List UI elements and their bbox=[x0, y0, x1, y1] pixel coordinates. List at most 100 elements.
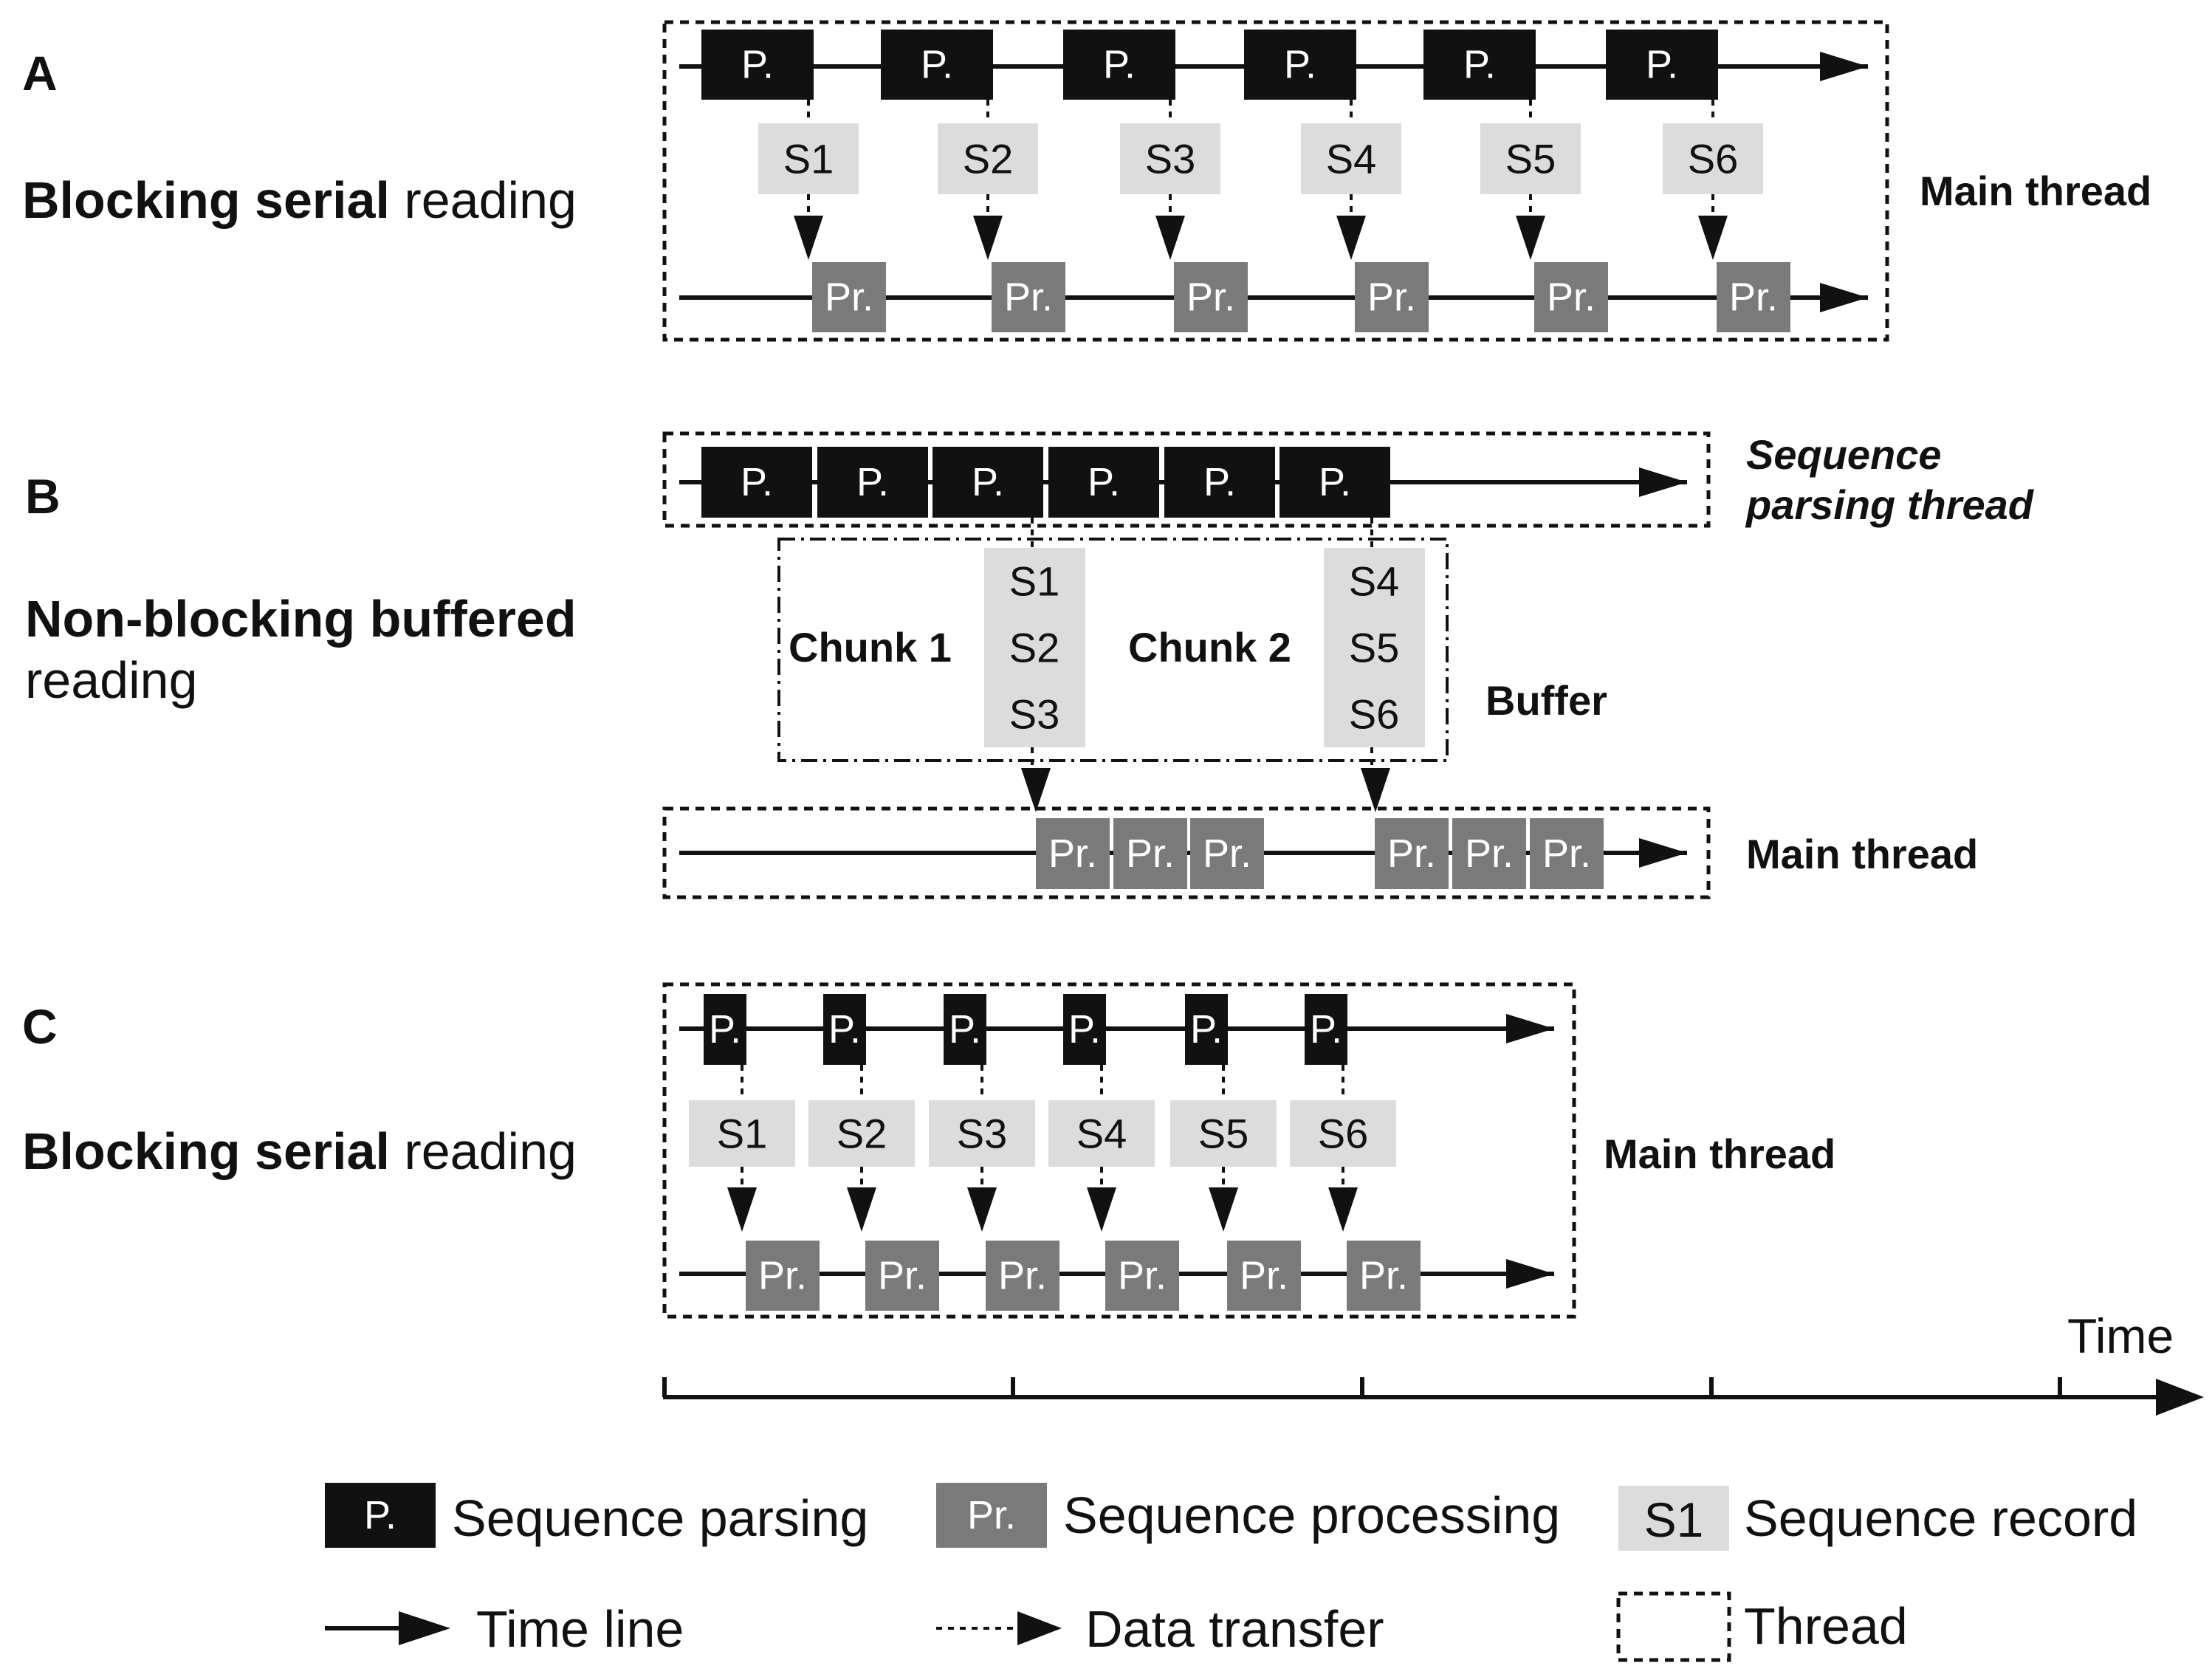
panel-a-parse-block bbox=[881, 30, 993, 100]
panel-b-parse-block bbox=[1280, 447, 1390, 518]
panel-b-parse-block bbox=[1164, 447, 1275, 518]
panel-a-record bbox=[1480, 123, 1581, 194]
panel-a-record bbox=[938, 123, 1038, 194]
panel-c-record bbox=[1170, 1100, 1277, 1167]
panel-c-process-block-label: Pr. bbox=[998, 1254, 1047, 1298]
panel-c-record bbox=[689, 1100, 795, 1167]
panel-c-parse-block bbox=[704, 994, 746, 1065]
panel-a-transfer-arrow bbox=[1516, 216, 1545, 260]
panel-a-parse-block-label: P. bbox=[1646, 43, 1678, 87]
panel-a-transfer-arrow bbox=[1336, 216, 1366, 260]
panel-c-process-block-label: Pr. bbox=[758, 1254, 807, 1298]
legend: P. Sequence parsing Pr. Sequence process… bbox=[325, 1483, 2137, 1662]
panel-b-chunk1-label: Chunk 1 bbox=[789, 624, 952, 671]
panel-a-record-label: S5 bbox=[1505, 136, 1556, 182]
panel-b-buffer-label: Buffer bbox=[1485, 677, 1607, 724]
panel-c-transfer-arrow bbox=[847, 1187, 876, 1232]
panel-b-chunk2-label: Chunk 2 bbox=[1128, 624, 1291, 671]
panel-b-parse-block-label: P. bbox=[856, 460, 889, 504]
panel-b-main-label: Main thread bbox=[1746, 831, 1978, 877]
legend-process-text: Sequence processing bbox=[1063, 1486, 1560, 1544]
panel-b-process-block bbox=[1530, 818, 1604, 889]
legend-record-swatch bbox=[1618, 1486, 1729, 1551]
panel-a-record-label: S3 bbox=[1145, 136, 1196, 182]
panel-c-parse-block bbox=[823, 994, 866, 1065]
panel-c: C Blocking serial reading Main thread P.… bbox=[22, 982, 1835, 1319]
panel-a-record-label: S1 bbox=[783, 136, 834, 182]
panel-c-process-block-label: Pr. bbox=[1359, 1254, 1408, 1298]
panel-c-process-block bbox=[986, 1241, 1059, 1311]
panel-c-process-block-label: Pr. bbox=[1118, 1254, 1167, 1298]
legend-record-text: Sequence record bbox=[1744, 1489, 2137, 1547]
panel-a-process-block-label: Pr. bbox=[1004, 275, 1053, 320]
panel-b-parse-block-label: P. bbox=[972, 460, 1004, 504]
panel-b-process-block bbox=[1190, 818, 1264, 889]
panel-b-buffer-box bbox=[777, 538, 1449, 762]
panel-c-record-label: S1 bbox=[717, 1111, 768, 1157]
panel-a-record bbox=[1120, 123, 1220, 194]
panel-a-parse-block-label: P. bbox=[741, 43, 774, 87]
panel-c-process-block bbox=[1227, 1241, 1301, 1311]
panel-a-record bbox=[1301, 123, 1401, 194]
panel-b-process-block-label: Pr. bbox=[1465, 831, 1514, 876]
panel-a-process-block bbox=[1534, 262, 1608, 332]
panel-b-transfer-arrow bbox=[1361, 768, 1390, 812]
panel-a-process-block bbox=[812, 262, 886, 332]
panel-b-record: S1 bbox=[1009, 558, 1060, 605]
panel-c-main-timeline-arrow bbox=[1506, 1259, 1554, 1289]
legend-process-swatch bbox=[936, 1483, 1047, 1548]
panel-a-parse-block-label: P. bbox=[1103, 43, 1136, 87]
panel-a-parse-block bbox=[1244, 30, 1356, 100]
legend-transfer-text: Data transfer bbox=[1085, 1600, 1384, 1658]
panel-a-process-block-label: Pr. bbox=[1547, 275, 1596, 320]
panel-a: A Blocking serial reading Main thread P.… bbox=[22, 20, 2151, 342]
panel-a-record-label: S2 bbox=[963, 136, 1014, 182]
panel-a-parse-block bbox=[701, 30, 814, 100]
panel-a-process-block bbox=[1717, 262, 1790, 332]
panel-c-parse-block-label: P. bbox=[709, 1007, 741, 1052]
legend-thread-swatch bbox=[1616, 1591, 1731, 1662]
panel-b-parsing-label-line1: Sequence bbox=[1746, 431, 1942, 478]
panel-b-main-timeline-arrow bbox=[1639, 838, 1687, 868]
panel-c-thread-box bbox=[662, 982, 1576, 1319]
panel-a-parse-block-label: P. bbox=[1284, 43, 1316, 87]
panel-b-record: S6 bbox=[1349, 691, 1400, 738]
panel-a-parse-block bbox=[1063, 30, 1175, 100]
panel-a-process-block-label: Pr. bbox=[825, 275, 873, 320]
panel-c-record-label: S3 bbox=[957, 1111, 1008, 1157]
time-axis-arrow bbox=[2156, 1379, 2204, 1416]
panel-c-parse-timeline-arrow bbox=[1506, 1014, 1554, 1043]
panel-b-process-block bbox=[1113, 818, 1187, 889]
panel-a-process-block bbox=[992, 262, 1065, 332]
panel-a-record-label: S6 bbox=[1688, 136, 1739, 182]
panel-c-transfer-arrow bbox=[967, 1187, 997, 1232]
panel-b-parsing-label-line2: parsing thread bbox=[1745, 481, 2035, 528]
panel-a-thread-label: Main thread bbox=[1920, 168, 2151, 214]
panel-a-title: Blocking serial reading bbox=[22, 171, 577, 229]
panel-b-record: S4 bbox=[1349, 558, 1400, 605]
panel-b-record-stack bbox=[984, 548, 1085, 747]
panel-c-record-label: S2 bbox=[837, 1111, 887, 1157]
panel-c-record bbox=[1048, 1100, 1155, 1167]
panel-b-record-stack bbox=[1324, 548, 1425, 747]
panel-c-thread-label: Main thread bbox=[1604, 1131, 1835, 1177]
panel-c-transfer-arrow bbox=[1087, 1187, 1116, 1232]
legend-parse-swatch bbox=[325, 1483, 436, 1548]
time-axis-label: Time bbox=[2067, 1309, 2174, 1363]
panel-c-parse-block bbox=[1063, 994, 1106, 1065]
panel-b-process-block bbox=[1036, 818, 1110, 889]
panel-a-process-block bbox=[1174, 262, 1248, 332]
panel-c-record bbox=[808, 1100, 915, 1167]
panel-a-record bbox=[1663, 123, 1763, 194]
panel-a-thread-box bbox=[662, 20, 1889, 342]
panel-b-main-thread-box bbox=[662, 806, 1711, 899]
panel-c-letter: C bbox=[22, 999, 58, 1054]
panel-a-transfer-arrow bbox=[1155, 216, 1185, 260]
panel-b-parse-block-label: P. bbox=[741, 460, 773, 504]
panel-c-process-block bbox=[1347, 1241, 1421, 1311]
panel-b-process-block-label: Pr. bbox=[1542, 831, 1591, 876]
panel-c-parse-block-label: P. bbox=[1310, 1007, 1342, 1052]
panel-b-parse-block-label: P. bbox=[1088, 460, 1120, 504]
panel-a-main-timeline-arrow bbox=[1820, 283, 1868, 312]
panel-b-record: S3 bbox=[1009, 691, 1060, 738]
